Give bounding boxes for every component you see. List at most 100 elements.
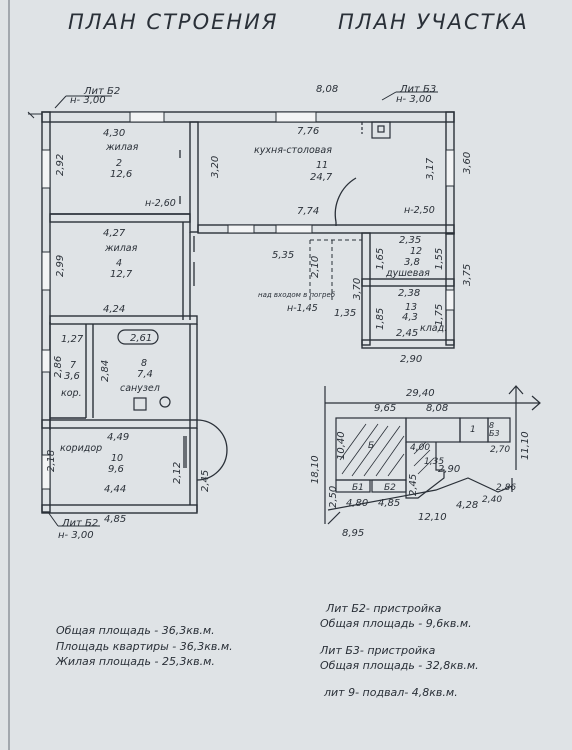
site-dim-965: 9,65 — [374, 403, 396, 414]
room12-height-right: 1,55 — [434, 248, 445, 270]
windows — [41, 111, 455, 490]
top-808-dim: 8,08 — [316, 84, 338, 95]
site-dim-808: 8,08 — [426, 403, 448, 414]
site-plan-lines — [324, 385, 541, 525]
site-dim-400: 4,00 — [410, 443, 430, 453]
dim-245: 2,45 — [200, 470, 211, 492]
room7-name: кор. — [61, 388, 82, 399]
room11-height-right: 3,17 — [425, 157, 436, 180]
room10-number: 10 — [111, 453, 123, 464]
room4-width-top: 4,27 — [103, 228, 126, 239]
site-dim-895: 8,95 — [342, 528, 364, 539]
room8-width: 2,61 — [130, 333, 152, 344]
leader-lines — [27, 91, 438, 527]
room8-area: 7,4 — [137, 369, 153, 380]
site-dim-1810: 18,10 — [310, 455, 321, 484]
ext-b2-area: Общая площадь - 9,6кв.м. — [320, 617, 472, 630]
n250-label: н-2,50 — [404, 205, 435, 216]
room10-name: коридор — [60, 443, 102, 454]
room12-height-left: 1,65 — [375, 248, 386, 270]
site-dim-135: 1,35 — [424, 457, 444, 467]
fixtures — [117, 121, 391, 411]
site-dim-1040: 10,40 — [336, 431, 347, 460]
room8-number: 8 — [141, 358, 147, 369]
room2-width: 4,30 — [103, 128, 125, 139]
room4-area: 12,7 — [110, 269, 133, 280]
dim-135: 1,35 — [334, 308, 356, 319]
room11-area: 24,7 — [310, 172, 333, 183]
room13-area: 4,3 — [402, 312, 418, 323]
dim-485: 4,85 — [104, 514, 126, 525]
room13-name: клад. — [420, 323, 447, 334]
site-dim-245: 2,45 — [408, 474, 419, 496]
room7-width: 1,27 — [61, 334, 84, 345]
room2-height: 2,92 — [55, 154, 66, 176]
summary-flat-area: Площадь квартиры - 36,3кв.м. — [56, 640, 233, 653]
room2-name: жилая — [105, 142, 139, 153]
room10-area: 9,6 — [108, 464, 124, 475]
room10-height-left: 2,18 — [46, 450, 57, 472]
room8-height: 2,84 — [100, 360, 111, 382]
site-dim-428: 4,28 — [456, 500, 478, 511]
room12-width: 2,35 — [399, 235, 421, 246]
n260-label: н-2,60 — [145, 198, 176, 209]
dim-370: 3,70 — [352, 278, 363, 300]
ext-b3-title: Лит Б3- пристройка — [320, 644, 436, 657]
dim-535: 5,35 — [272, 250, 294, 261]
room11-height-left: 3,20 — [210, 156, 221, 178]
room12-number: 12 — [410, 246, 422, 257]
room7-area: 3,6 — [64, 371, 80, 382]
site-label-b2: Б2 — [384, 483, 396, 493]
site-dim-250: 2,50 — [328, 486, 339, 508]
site-label-8: 8 — [489, 421, 494, 430]
site-dim-485: 4,85 — [378, 498, 400, 509]
site-hatch — [339, 423, 435, 477]
room4-number: 4 — [116, 258, 122, 269]
room13-width-top: 2,38 — [398, 288, 420, 299]
n300-top-label: н- 3,00 — [70, 95, 106, 106]
room8-name: санузел — [120, 383, 160, 394]
site-label-b1: Б1 — [352, 483, 364, 493]
dim-210: 2,10 — [310, 256, 321, 278]
room4-height: 2,99 — [55, 255, 66, 277]
room7-height: 2,86 — [53, 356, 64, 378]
room11-width-top: 7,76 — [297, 126, 319, 137]
site-dim-286: 2,86 — [496, 483, 516, 493]
summary-living-area: Жилая площадь - 25,3кв.м. — [56, 655, 215, 668]
room2-number: 2 — [116, 158, 122, 169]
room7-number: 7 — [70, 360, 76, 371]
room4-width-bottom: 4,24 — [103, 304, 125, 315]
room11-number: 11 — [316, 160, 328, 171]
building-walls — [41, 111, 455, 514]
room13-height-left: 1,85 — [375, 308, 386, 330]
room11-width-bottom: 7,74 — [297, 206, 319, 217]
ext-b3-area: Общая площадь - 32,8кв.м. — [320, 659, 479, 672]
ext-b2-title: Лит Б2- пристройка — [326, 602, 442, 615]
site-dim-480: 4,80 — [346, 498, 368, 509]
dim-290: 2,90 — [400, 354, 422, 365]
dim-375: 3,75 — [462, 264, 473, 286]
summary-total-area: Общая площадь - 36,3кв.м. — [56, 624, 215, 637]
n145-label: н-1,45 — [287, 303, 318, 314]
n300-bottom-label: н- 3,00 — [58, 530, 94, 541]
room13-height-right: 1,75 — [434, 304, 445, 326]
room10-width-top: 4,49 — [107, 432, 129, 443]
lit-b2-top-label: Лит Б2 — [83, 86, 120, 97]
site-dim-1210: 12,10 — [418, 512, 447, 523]
room10-height-right: 2,12 — [172, 462, 183, 484]
site-dim-270: 2,70 — [490, 445, 510, 455]
site-dim-1110: 11,10 — [520, 431, 531, 460]
lit-b3-label: Лит Б3 — [399, 84, 436, 95]
room13-number: 13 — [405, 302, 417, 313]
room12-name: душевая — [385, 268, 430, 279]
lit-b2-bottom-label: Лит Б2 — [61, 518, 98, 529]
site-dim-290: 2,90 — [438, 464, 460, 475]
site-label-b: Б — [368, 441, 374, 451]
site-dim-240: 2,40 — [482, 495, 502, 505]
dim-360: 3,60 — [462, 152, 473, 174]
site-label-b3: Б3 — [489, 429, 500, 438]
door-swings — [179, 150, 357, 481]
room13-width-bottom: 2,45 — [396, 328, 418, 339]
